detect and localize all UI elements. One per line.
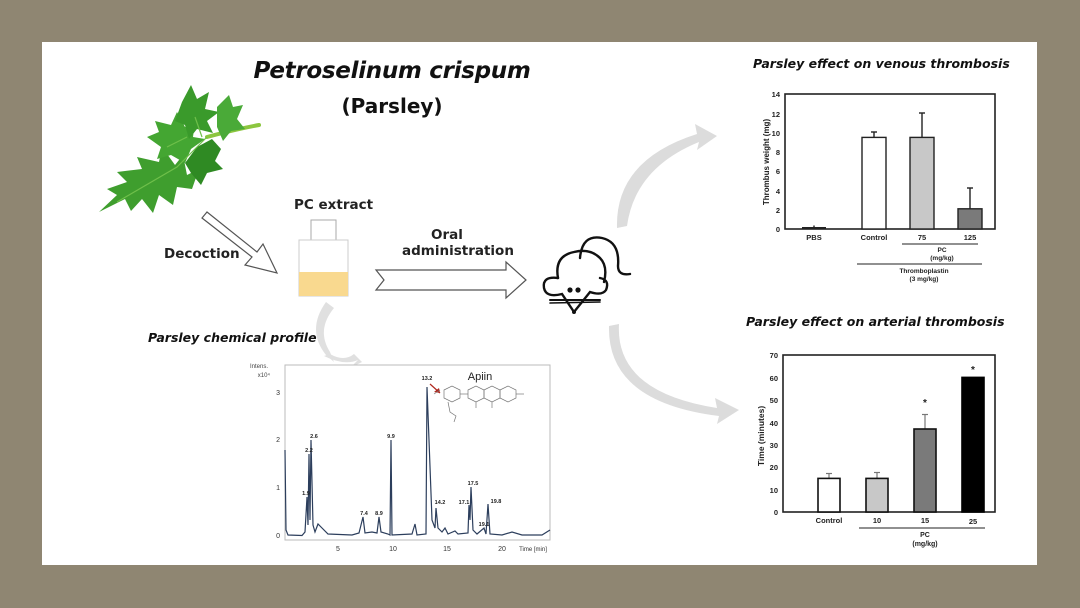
svg-text:14.2: 14.2 bbox=[435, 500, 446, 506]
svg-text:1: 1 bbox=[276, 485, 280, 492]
chromatogram-chart: Intens. x10⁴ 0 1 2 3 5 10 15 20 Time [mi… bbox=[250, 364, 551, 553]
venous-chart: 0 2 4 6 8 10 12 14 Thrombus weight (mg) … bbox=[762, 90, 996, 283]
extract-label: PC extract bbox=[294, 197, 374, 213]
svg-text:30: 30 bbox=[770, 441, 778, 450]
svg-text:14: 14 bbox=[772, 90, 781, 99]
significance-star-15: * bbox=[923, 398, 927, 409]
svg-text:7.4: 7.4 bbox=[360, 511, 369, 517]
venous-title: Parsley effect on venous thrombosis bbox=[753, 56, 1010, 71]
svg-text:15: 15 bbox=[921, 516, 929, 525]
svg-text:75: 75 bbox=[918, 233, 926, 242]
arterial-title: Parsley effect on arterial thrombosis bbox=[746, 314, 1005, 329]
svg-text:8.9: 8.9 bbox=[375, 511, 383, 517]
svg-text:25: 25 bbox=[969, 517, 977, 526]
figure-panel: Petroselinum crispum (Parsley) Decoction… bbox=[42, 42, 1037, 565]
svg-text:70: 70 bbox=[770, 351, 778, 360]
svg-text:10: 10 bbox=[770, 486, 778, 495]
svg-text:4: 4 bbox=[776, 187, 781, 196]
arterial-chart: 0 10 20 30 40 50 60 70 Time (minutes) * … bbox=[756, 351, 996, 548]
svg-text:Intens.: Intens. bbox=[250, 364, 268, 370]
svg-text:8: 8 bbox=[776, 148, 780, 157]
svg-text:12: 12 bbox=[772, 110, 780, 119]
svg-text:17.1: 17.1 bbox=[459, 500, 470, 506]
parsley-leaf-icon bbox=[99, 85, 261, 213]
svg-text:10: 10 bbox=[389, 546, 397, 553]
svg-text:1.9: 1.9 bbox=[302, 491, 310, 497]
decoction-label: Decoction bbox=[164, 246, 240, 262]
svg-text:(3 mg/kg): (3 mg/kg) bbox=[910, 276, 939, 283]
oral-administration-arrow-icon bbox=[374, 260, 527, 300]
svg-text:Thromboplastin: Thromboplastin bbox=[899, 268, 948, 275]
compound-label: Apiin bbox=[468, 371, 492, 383]
svg-text:PC: PC bbox=[937, 247, 946, 254]
svg-text:2: 2 bbox=[276, 437, 280, 444]
svg-text:10: 10 bbox=[873, 516, 881, 525]
svg-text:5: 5 bbox=[336, 546, 340, 553]
decoction-arrow-icon bbox=[201, 211, 279, 274]
svg-text:40: 40 bbox=[770, 419, 778, 428]
significance-star-25: * bbox=[971, 365, 975, 376]
svg-text:(mg/kg): (mg/kg) bbox=[912, 541, 937, 548]
svg-text:Control: Control bbox=[861, 233, 888, 242]
svg-text:Control: Control bbox=[816, 516, 843, 525]
svg-text:2: 2 bbox=[776, 206, 780, 215]
species-title: Petroselinum crispum bbox=[253, 58, 531, 84]
chemical-profile-title: Parsley chemical profile bbox=[148, 330, 317, 345]
svg-text:13.2: 13.2 bbox=[422, 376, 433, 382]
venous-ylabel: Thrombus weight (mg) bbox=[762, 119, 771, 206]
svg-text:19.8: 19.8 bbox=[491, 499, 502, 505]
svg-text:3: 3 bbox=[276, 390, 280, 397]
svg-text:10: 10 bbox=[772, 129, 780, 138]
svg-text:2.6: 2.6 bbox=[310, 434, 318, 440]
curved-arrow-up-icon bbox=[616, 124, 717, 228]
svg-text:6: 6 bbox=[776, 167, 780, 176]
svg-text:PBS: PBS bbox=[806, 233, 821, 242]
svg-text:x10⁴: x10⁴ bbox=[258, 372, 271, 379]
svg-text:0: 0 bbox=[776, 225, 780, 234]
svg-text:19.1: 19.1 bbox=[479, 522, 490, 528]
common-name: (Parsley) bbox=[341, 94, 443, 118]
svg-text:9.9: 9.9 bbox=[387, 434, 395, 440]
svg-text:17.5: 17.5 bbox=[468, 481, 479, 487]
svg-text:125: 125 bbox=[964, 233, 977, 242]
curved-arrow-down-icon bbox=[316, 302, 362, 368]
arterial-ylabel: Time (minutes) bbox=[756, 406, 766, 466]
svg-text:50: 50 bbox=[770, 396, 778, 405]
svg-text:20: 20 bbox=[498, 546, 506, 553]
svg-text:0: 0 bbox=[276, 533, 280, 540]
svg-text:2.2: 2.2 bbox=[305, 448, 313, 454]
extract-vial-icon bbox=[298, 219, 349, 297]
svg-text:20: 20 bbox=[770, 463, 778, 472]
svg-text:60: 60 bbox=[770, 374, 778, 383]
curved-arrow-down-right-icon bbox=[608, 324, 739, 424]
oral-label-line2: administration bbox=[402, 243, 514, 259]
oral-label-line1: Oral bbox=[431, 227, 463, 243]
apiin-molecule-icon bbox=[433, 385, 524, 423]
svg-text:(mg/kg): (mg/kg) bbox=[930, 255, 953, 262]
svg-text:Time [min]: Time [min] bbox=[519, 547, 547, 553]
mouse-icon bbox=[542, 236, 632, 315]
svg-text:15: 15 bbox=[443, 546, 451, 553]
svg-text:PC: PC bbox=[920, 532, 930, 539]
svg-text:0: 0 bbox=[774, 508, 778, 517]
